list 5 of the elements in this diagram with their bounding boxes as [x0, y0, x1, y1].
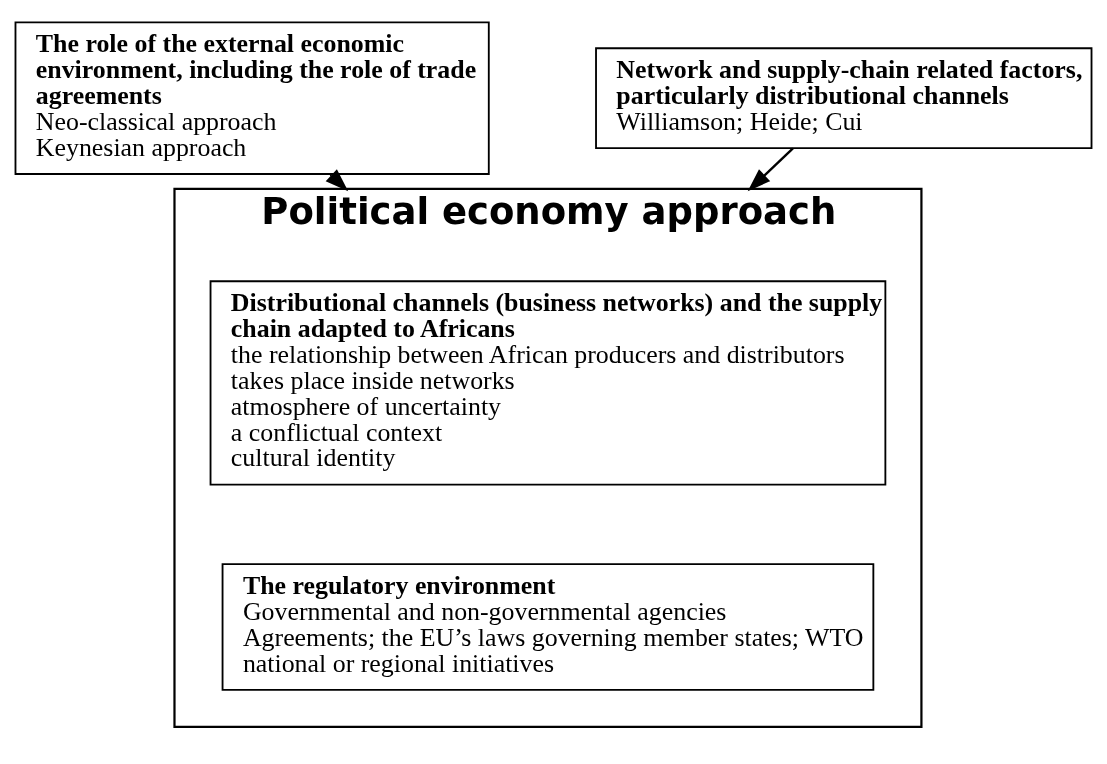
arrow [325, 169, 349, 192]
node-box: Distributional channels (business networks) and the supply chain adapted to Africans the relationship between African producers and distributors takes place inside networks atmosphere of uncertainty a conflictual context cultural identity [209, 280, 887, 486]
node-box: The regulatory environment Governmental and non-governmental agencies Agreements; the EU’s laws governing member states; WTO national or regional initiatives [221, 563, 875, 691]
arrow [747, 147, 794, 192]
node-box: Network and supply-chain related factors, particularly distributional channels Williamson; Heide; Cui [595, 47, 1093, 150]
